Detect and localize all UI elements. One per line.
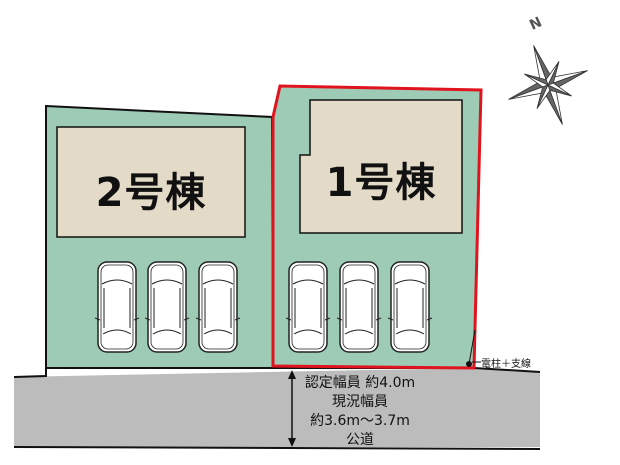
road-info: 認定幅員 約4.0m 現況幅員 約3.6m～3.7m 公道 <box>290 374 430 450</box>
road-type: 公道 <box>346 432 374 448</box>
road-current-width: 約3.6m～3.7m <box>310 413 410 429</box>
parked-car-icon <box>387 261 433 353</box>
parked-car-icon <box>144 261 190 353</box>
utility-pole-icon <box>466 361 472 367</box>
building-1 <box>299 99 463 234</box>
utility-pole-label: 電柱＋支線 <box>481 359 531 370</box>
building-1-label: 1号棟 <box>325 160 437 206</box>
parked-car-icon <box>195 261 241 353</box>
compass-rose-icon <box>508 45 588 125</box>
arrow-head-up <box>288 370 296 379</box>
building-2-label: 2号棟 <box>95 170 207 216</box>
road-certified-width: 認定幅員 約4.0m <box>304 375 416 391</box>
public-road <box>14 368 540 447</box>
building-2 <box>56 126 246 238</box>
pole-guy-wire <box>468 329 476 365</box>
parked-car-icon <box>336 261 382 353</box>
parked-car-icon <box>285 261 331 353</box>
arrow-head-down <box>288 438 296 447</box>
parked-car-icon <box>94 261 140 353</box>
road-current-width-label: 現況幅員 <box>332 394 388 410</box>
road-bottom-edge <box>13 446 541 450</box>
